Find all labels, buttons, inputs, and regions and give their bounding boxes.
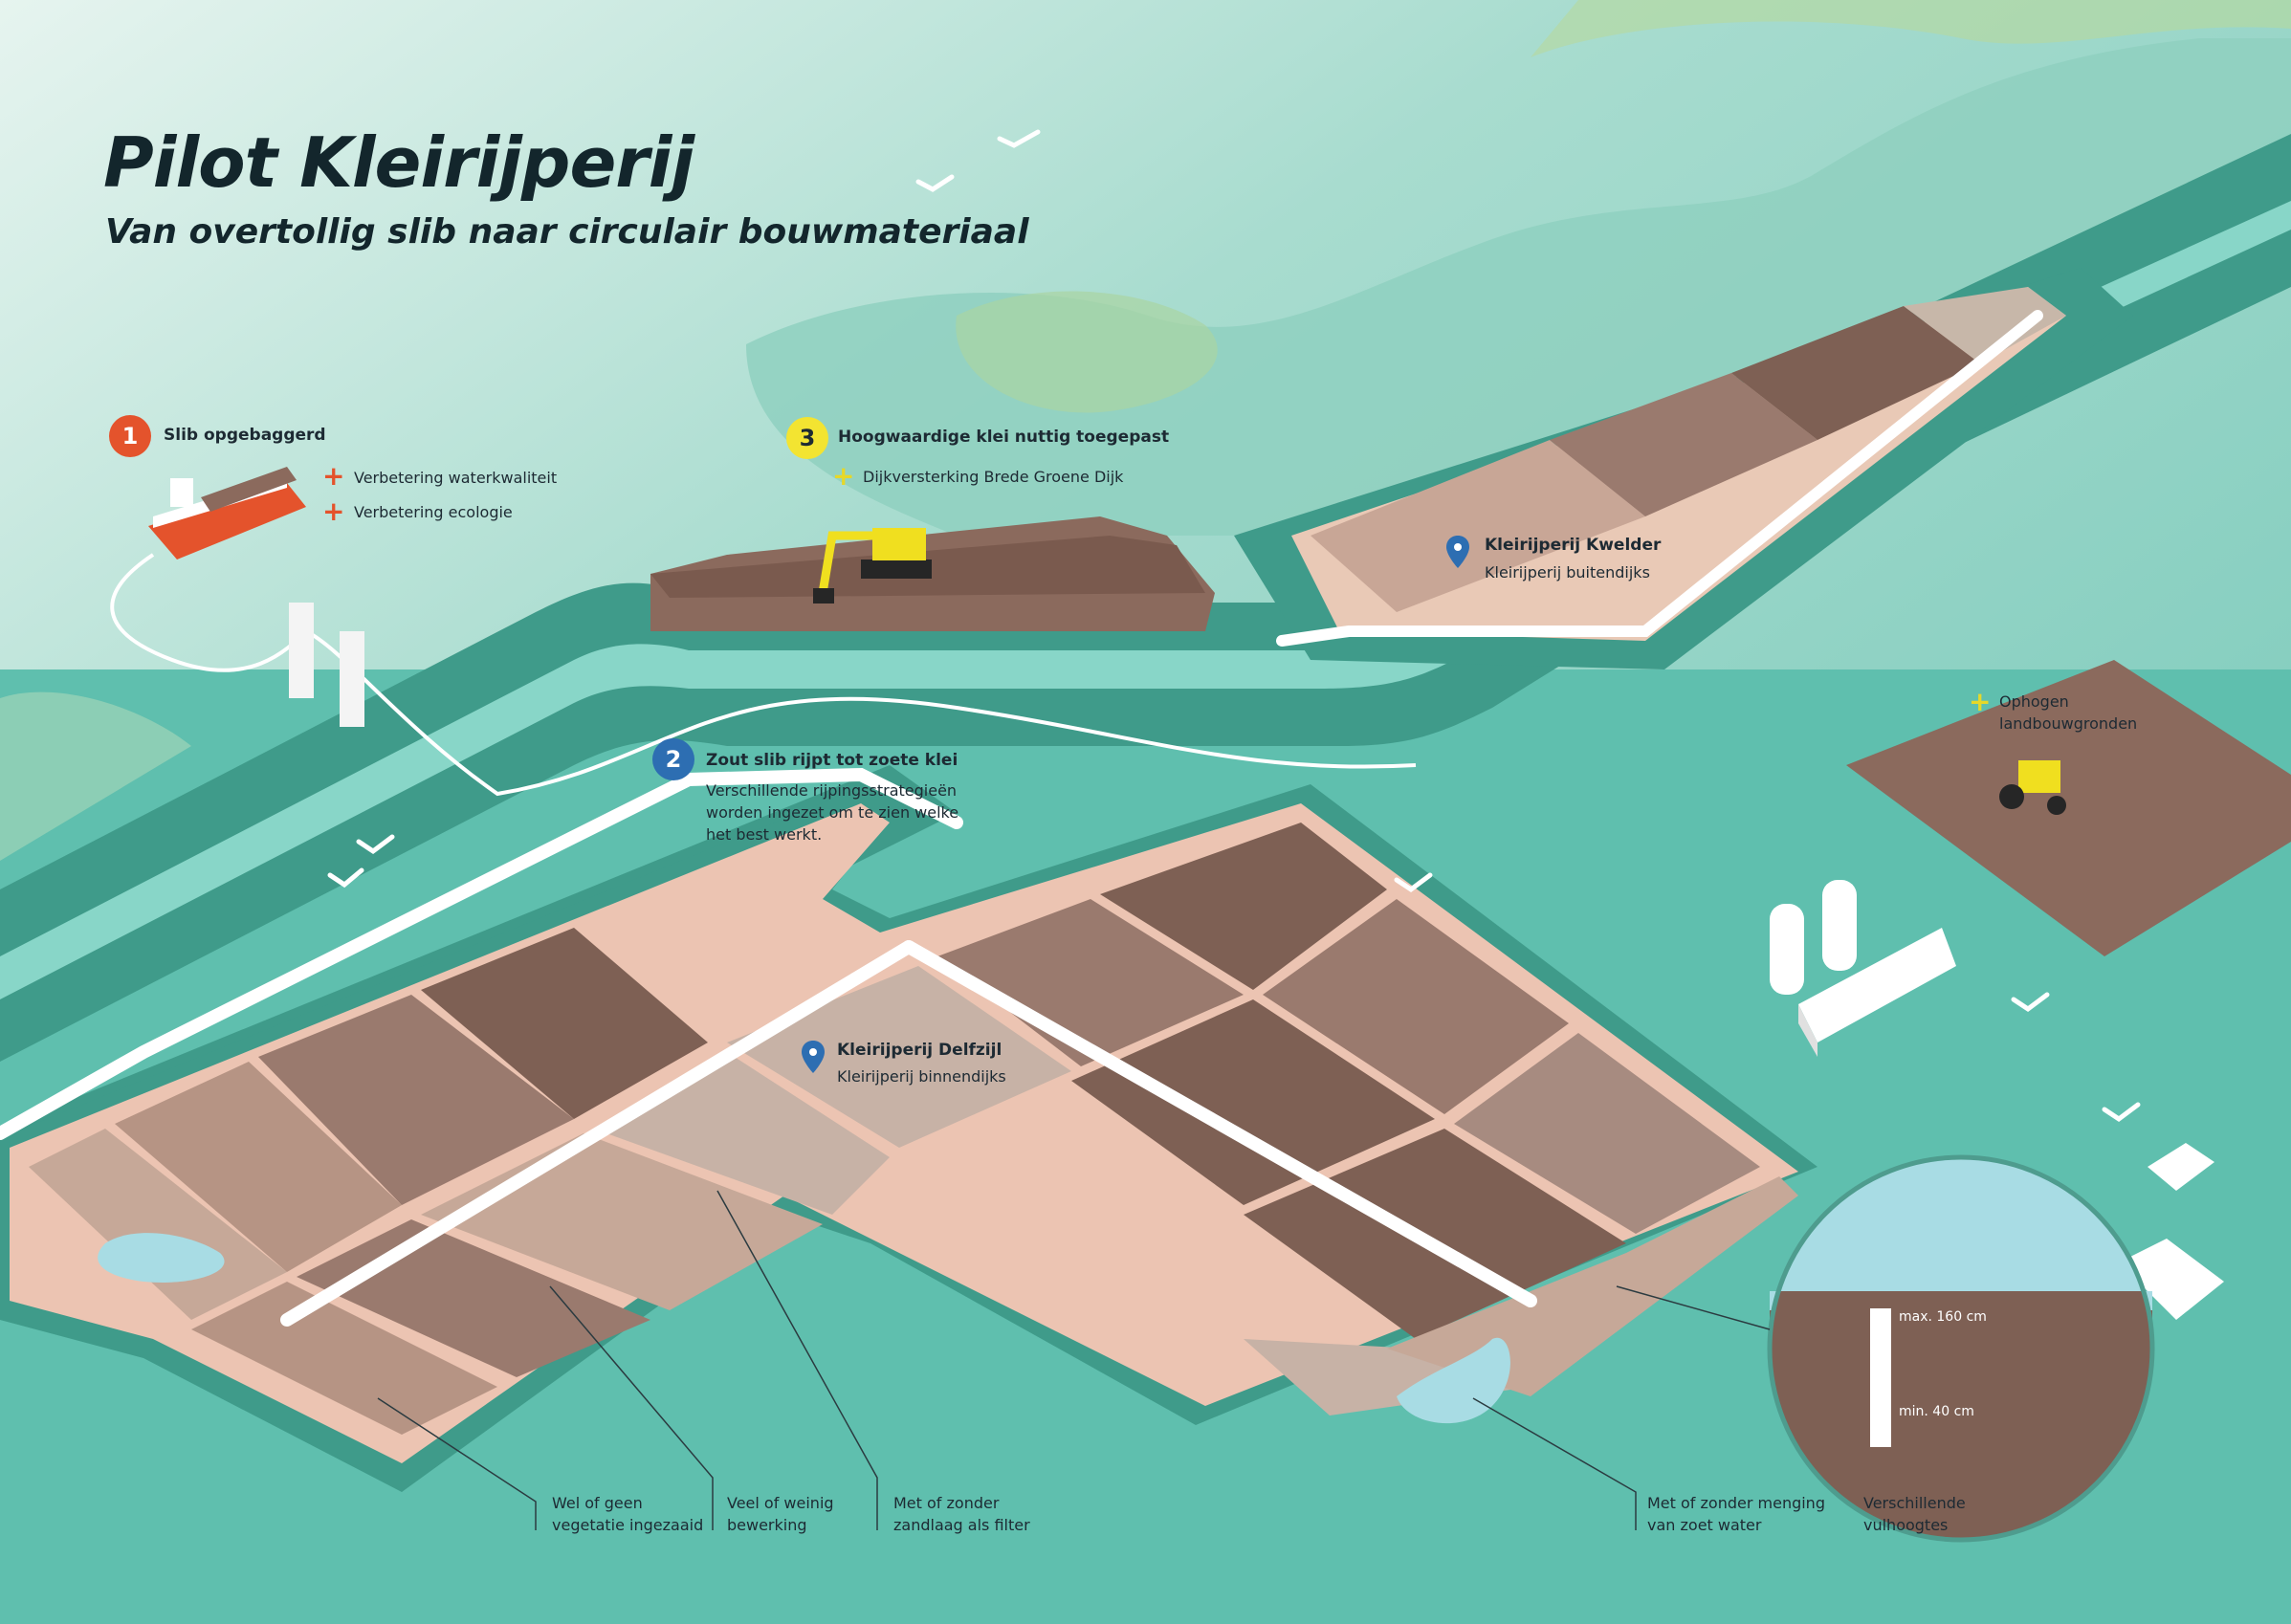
plus-icon: +: [322, 460, 345, 492]
plus-icon: +: [1969, 686, 1992, 717]
farm-label: Ophogen landbouwgronden: [1999, 692, 2138, 733]
step-3-badge: 3: [786, 417, 828, 459]
location-kwelder-sub: Kleirijperij buitendijks: [1485, 563, 1650, 582]
mudflat-area: [746, 38, 2291, 536]
step-3-title: Hoogwaardige klei nuttig toegepast: [838, 428, 1170, 447]
fill-height-gauge: [1767, 1154, 2155, 1543]
plus-icon: +: [832, 460, 855, 492]
tractor: [1999, 760, 2066, 815]
mudflat-left: [0, 691, 191, 861]
gauge-min-label: min. 40 cm: [1899, 1404, 1974, 1419]
plus-icon: +: [322, 495, 345, 527]
slurry-pipe: [110, 553, 1417, 797]
page-title: Pilot Kleirijperij: [103, 122, 694, 203]
location-pin-icon: [802, 1041, 825, 1073]
mudflat-green: [1531, 0, 2291, 57]
mudflat-green-2: [956, 291, 1218, 413]
step-1-benefit: Verbetering ecologie: [354, 503, 513, 521]
step-1-benefit: Verbetering waterkwaliteit: [354, 469, 558, 487]
dredging-ship: [148, 467, 306, 560]
step-2-text: Verschillende rijpingsstrategieën worden…: [706, 781, 959, 844]
gauge-max-label: max. 160 cm: [1899, 1309, 1987, 1325]
excavator: [813, 528, 932, 604]
step-1-badge: 1: [109, 415, 151, 457]
distribution-pipes: [0, 767, 1537, 1327]
location-delfzijl-name: Kleirijperij Delfzijl: [837, 1041, 1002, 1060]
farm-field: [1846, 660, 2291, 956]
pipe-supports: [289, 603, 364, 727]
location-delfzijl-sub: Kleirijperij binnendijks: [837, 1067, 1006, 1086]
step-2-title: Zout slib rijpt tot zoete klei: [706, 751, 958, 770]
pond-right: [1397, 1337, 1510, 1424]
callout-lines: [377, 1190, 1771, 1530]
farm-buildings: [1770, 880, 2224, 1320]
location-kwelder-name: Kleirijperij Kwelder: [1485, 536, 1662, 555]
step-2-badge: 2: [652, 738, 694, 780]
step-1-title: Slib opgebaggerd: [164, 426, 326, 445]
ripening-plots: [29, 823, 1798, 1435]
location-pin-icon: [1446, 536, 1469, 568]
kwelder-basin: [1234, 268, 2133, 669]
page-subtitle: Van overtollig slib naar circulair bouwm…: [105, 212, 1029, 252]
seagulls: [327, 129, 2141, 1123]
pond-left: [98, 1233, 225, 1283]
step-3-benefit: Dijkversterking Brede Groene Dijk: [863, 468, 1124, 486]
